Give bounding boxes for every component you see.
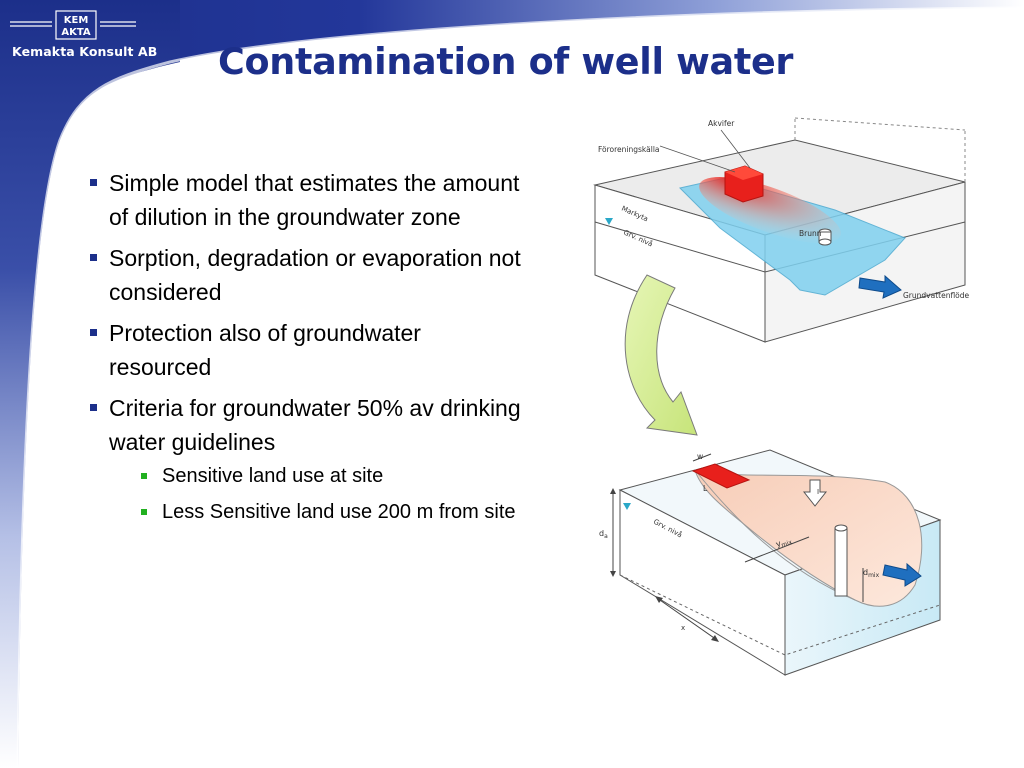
bullet-item: Simple model that estimates the amount o… (88, 166, 528, 234)
sub-bullet-text: Less Sensitive land use 200 m from site (162, 501, 516, 523)
bullet-text: Criteria for groundwater 50% av drinking… (109, 395, 521, 455)
label-da: da (599, 529, 608, 540)
sub-bullet-text: Sensitive land use at site (162, 465, 384, 487)
bullet-list: Simple model that estimates the amount o… (88, 166, 528, 534)
label-I: I (817, 488, 819, 496)
sub-bullet-square-icon (141, 473, 147, 479)
bullet-text: Protection also of groundwater resourced (109, 320, 421, 380)
label-L: L (703, 484, 708, 493)
label-x: x (681, 624, 685, 632)
slide-title: Contamination of well water (218, 40, 794, 83)
logo-letters-top: KEM (64, 15, 89, 26)
bullet-square-icon (90, 329, 97, 336)
label-dmix: dmix (863, 568, 880, 579)
sub-bullet-square-icon (141, 509, 147, 515)
company-logo: KEM AKTA (10, 10, 136, 40)
company-name: Kemakta Konsult AB (12, 44, 158, 59)
top-block: Föroreningskälla Akvifer Markyta Grv. ni… (593, 117, 970, 343)
label-w: w (697, 452, 703, 461)
label-ymix: ymix (775, 535, 794, 551)
transition-arrow (624, 274, 698, 436)
sub-bullet-item: Sensitive land use at site (141, 461, 528, 491)
bullet-square-icon (90, 179, 97, 186)
bullet-text: Simple model that estimates the amount o… (109, 170, 520, 230)
bullet-item: Sorption, degradation or evaporation not… (88, 241, 528, 309)
bullet-square-icon (90, 404, 97, 411)
label-source: Föroreningskälla (598, 145, 660, 154)
logo-letters-bottom: AKTA (61, 27, 91, 38)
bullet-square-icon (90, 254, 97, 261)
bullet-text: Sorption, degradation or evaporation not… (109, 245, 521, 305)
label-flow: Grundvattenflöde (903, 291, 970, 300)
bottom-block: w L I Grv. nivå da ymix dmix x (599, 449, 942, 676)
label-aquifer: Akvifer (708, 119, 735, 128)
bullet-item: Criteria for groundwater 50% av drinking… (88, 391, 528, 527)
sub-bullet-item: Less Sensitive land use 200 m from site (141, 497, 528, 527)
label-well: Brunn (799, 229, 822, 238)
bullet-item: Protection also of groundwater resourced (88, 316, 528, 384)
well-contamination-diagram: Föroreningskälla Akvifer Markyta Grv. ni… (593, 117, 970, 676)
